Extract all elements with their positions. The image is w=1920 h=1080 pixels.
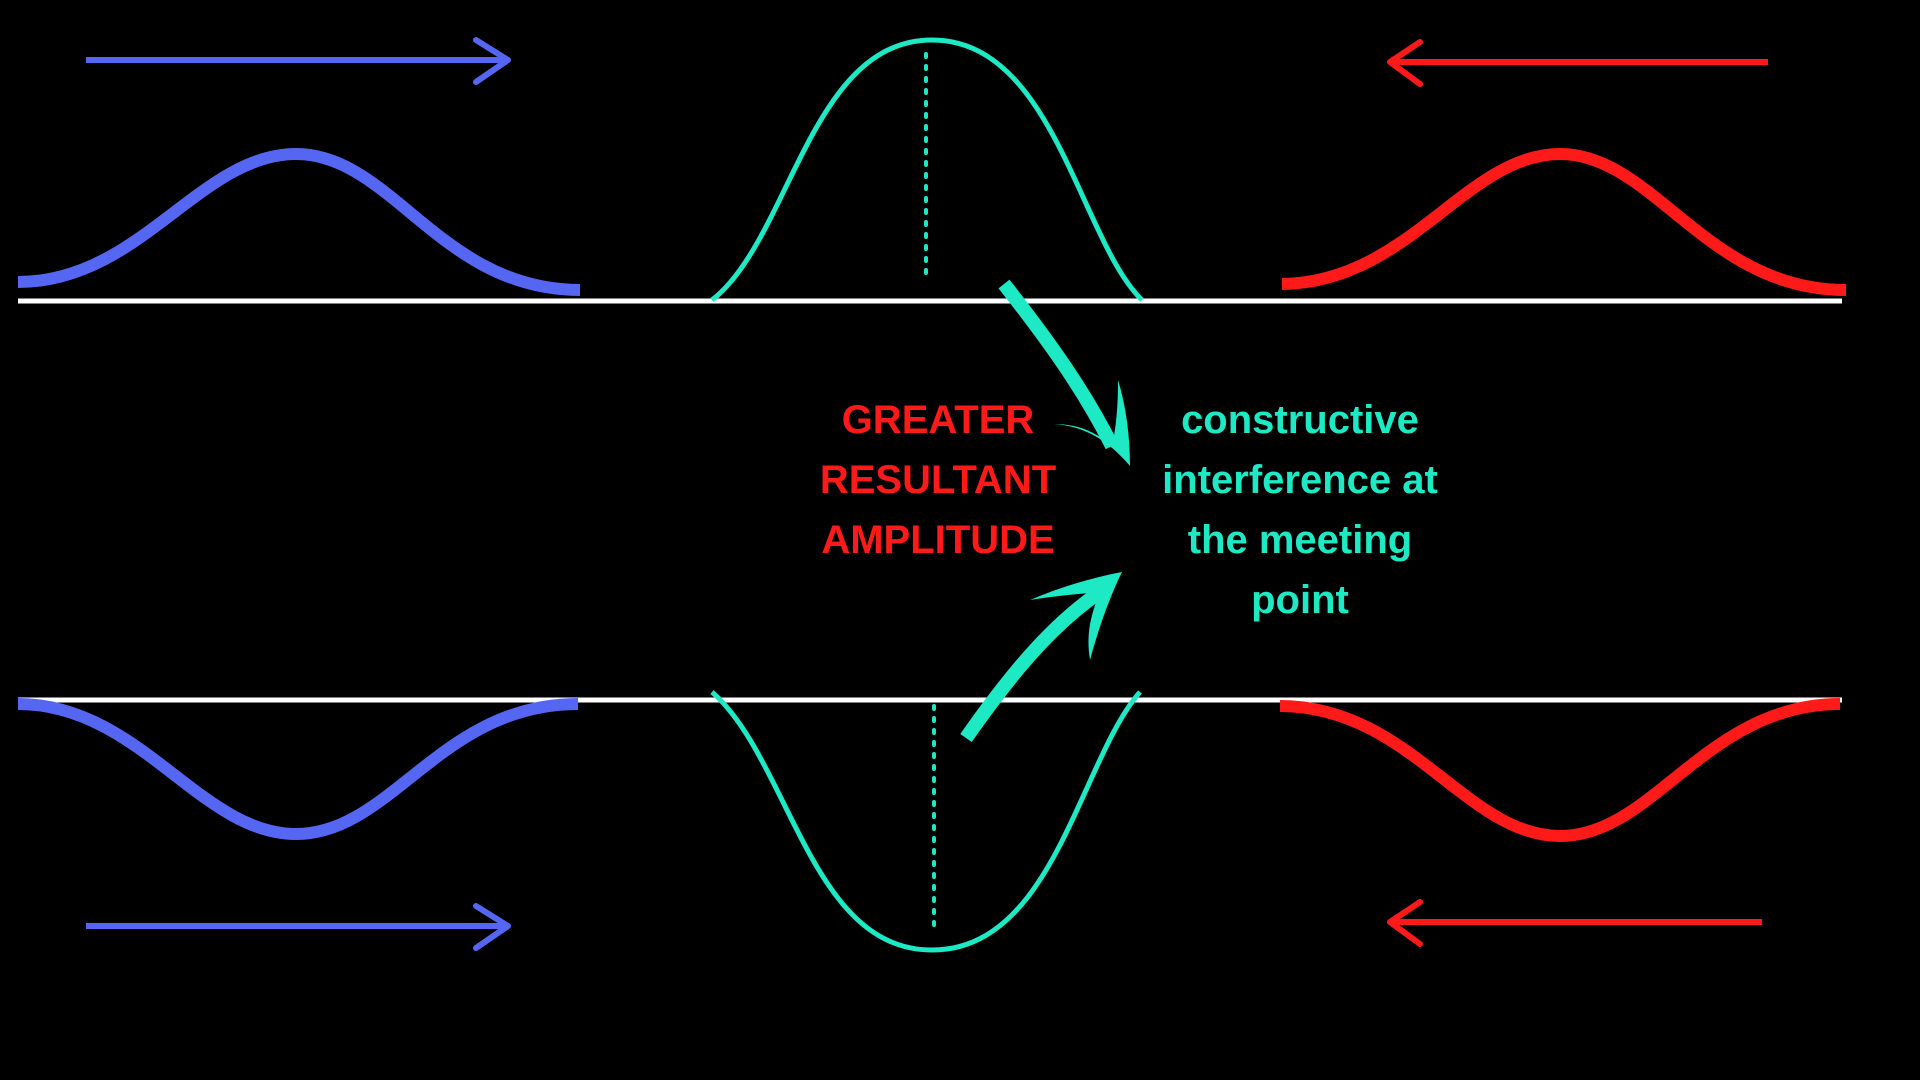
curved-arrow-icon-head bbox=[1054, 380, 1130, 466]
arrow-icon-head bbox=[1387, 899, 1423, 947]
arrow-icon-head bbox=[473, 37, 511, 85]
bottom-right-direction-arrow bbox=[1387, 899, 1762, 947]
curved-arrow-icon bbox=[998, 279, 1119, 450]
top-right-pulse bbox=[1281, 147, 1847, 296]
resultant-label-line: AMPLITUDE bbox=[821, 518, 1055, 562]
top-left-pulse bbox=[17, 147, 581, 296]
panel-crests bbox=[17, 37, 1847, 304]
bottom-left-pulse bbox=[17, 698, 579, 841]
top-left-direction-arrow bbox=[86, 37, 511, 85]
resultant-label-line: RESULTANT bbox=[819, 458, 1057, 502]
interference-label-line: constructive bbox=[1181, 398, 1419, 442]
curved-arrow-icon-head bbox=[1030, 572, 1122, 660]
resultant-amplitude-label: GREATER RESULTANT AMPLITUDE bbox=[780, 390, 1096, 570]
bottom-left-direction-arrow bbox=[86, 903, 511, 951]
bottom-resultant-pulse bbox=[710, 690, 1142, 953]
top-pointer-arrow bbox=[998, 279, 1130, 466]
arrow-icon-head bbox=[473, 903, 511, 951]
interference-label-line: the meeting bbox=[1187, 518, 1413, 562]
top-resultant-pulse bbox=[710, 37, 1144, 302]
interference-label-line: interference at bbox=[1162, 458, 1438, 502]
top-right-direction-arrow bbox=[1387, 39, 1768, 87]
curved-arrow-icon bbox=[960, 586, 1104, 743]
resultant-label-line: GREATER bbox=[841, 398, 1035, 442]
constructive-interference-label: constructive interference at the meeting… bbox=[1120, 390, 1480, 630]
arrow-icon-head bbox=[1387, 39, 1423, 87]
bottom-pointer-arrow bbox=[960, 572, 1122, 743]
interference-label-line: point bbox=[1251, 578, 1349, 622]
bottom-right-pulse bbox=[1279, 698, 1841, 843]
panel-troughs bbox=[17, 690, 1842, 953]
